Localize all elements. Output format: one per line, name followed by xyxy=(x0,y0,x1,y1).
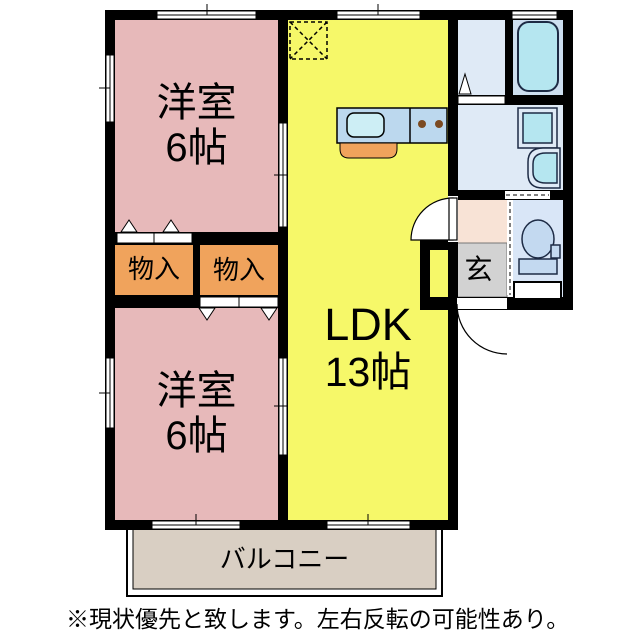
toilet-door-opening xyxy=(507,202,513,295)
closet2-room xyxy=(200,243,278,297)
wall-right xyxy=(563,10,573,310)
bedroom2-size: 6帖 xyxy=(165,414,228,458)
bedroom2-name: 洋室 xyxy=(156,369,237,414)
wall-bath-divider xyxy=(505,18,513,95)
bathtub-icon xyxy=(517,21,559,92)
wall-ldk-right xyxy=(448,20,458,530)
toilet-icon xyxy=(521,219,555,259)
door-swing-icon xyxy=(120,219,138,233)
vanity-sink-icon xyxy=(532,152,558,184)
wall-entrance-top xyxy=(420,240,458,250)
wall-bath-washroom xyxy=(448,95,573,105)
wall-left xyxy=(105,10,115,530)
entrance-opening xyxy=(457,298,507,309)
toilet-icon xyxy=(518,258,558,275)
sanitary-fixtures xyxy=(517,21,561,275)
bedroom1-size: 6帖 xyxy=(165,126,228,170)
balcony-floor xyxy=(132,526,437,590)
closet1-label: 物入 xyxy=(127,254,180,285)
door-swing-icon xyxy=(162,219,180,233)
entrance-label: 玄 xyxy=(464,254,493,286)
door-swing-icon xyxy=(260,307,278,321)
entrance-door-swing-icon xyxy=(456,303,508,355)
ldk-name: LDK xyxy=(324,299,412,350)
balcony xyxy=(126,523,443,597)
bedroom2-label: 洋室 6帖 xyxy=(115,308,278,520)
washing-machine-pan-icon xyxy=(522,112,553,144)
toilet-icon xyxy=(550,244,561,259)
bedroom1-name: 洋室 xyxy=(156,81,237,126)
bedroom2-room xyxy=(115,308,278,520)
closet-doors xyxy=(116,72,472,321)
wall-bottom xyxy=(105,520,458,530)
kitchen xyxy=(289,21,448,159)
closet1-room xyxy=(115,243,193,297)
ceiling-hatch-icon xyxy=(289,21,328,60)
door-swing-icon xyxy=(198,307,216,321)
ldk-size: 13帖 xyxy=(324,349,412,396)
disclaimer-note: ※現状優先と致します。左右反転の可能性あり。 xyxy=(66,606,570,632)
ldk-door-leaf xyxy=(448,197,458,241)
balcony-label: バルコニー xyxy=(219,544,350,575)
bedroom1-label: 洋室 6帖 xyxy=(115,20,278,232)
windows xyxy=(99,4,562,530)
closet2-label: 物入 xyxy=(212,255,265,286)
ldk-label: LDK 13帖 xyxy=(288,299,448,396)
kitchen-counter-return xyxy=(339,142,398,159)
washroom-opening xyxy=(457,95,506,105)
wall-entrance-left xyxy=(420,240,430,297)
toilet-window-icon xyxy=(513,281,562,300)
stove-burners-icon xyxy=(435,120,443,128)
door-swings xyxy=(410,196,508,355)
door-swing-icon xyxy=(458,72,472,95)
wall-bedroom-ldk xyxy=(278,20,288,520)
bedroom1-room xyxy=(115,20,278,232)
wall-closet-divider xyxy=(193,232,200,308)
hall-floor xyxy=(458,200,507,243)
kitchen-sink-icon xyxy=(346,112,385,138)
stove-burners-icon xyxy=(418,120,426,128)
